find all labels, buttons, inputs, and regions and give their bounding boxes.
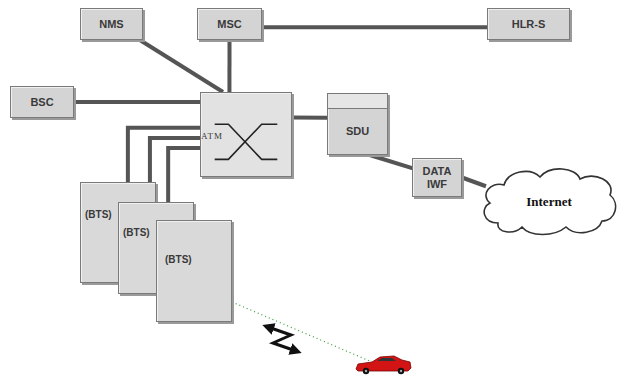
link-line (262, 25, 487, 29)
atm-switch: ATM (200, 92, 292, 177)
network-box: SDU (327, 93, 388, 155)
node-label: HLR-S (512, 18, 546, 31)
link-line (140, 40, 223, 92)
link-line (370, 155, 417, 170)
node-label: SDU (346, 125, 369, 138)
node-label: ATM (201, 131, 223, 141)
internet-cloud: Internet (478, 163, 620, 238)
network-box: MSC (197, 8, 262, 40)
network-box: NMS (80, 8, 143, 40)
radio-link-symbol (268, 327, 296, 351)
node-label: MSC (217, 18, 241, 31)
node-label: BSC (30, 96, 53, 109)
network-box: DATA IWF (412, 158, 462, 197)
link-line (74, 100, 200, 104)
node-label: DATA IWF (420, 165, 454, 190)
network-box: HLR-S (487, 8, 570, 40)
node-label: (BTS) (165, 254, 192, 266)
node-label: NMS (99, 18, 123, 31)
radio-path (232, 302, 372, 362)
link-line (292, 116, 327, 120)
link-line (128, 128, 200, 182)
node-label: (BTS) (123, 227, 150, 239)
node-label: Internet (526, 195, 572, 210)
node-label: (BTS) (85, 209, 112, 221)
box-header (328, 94, 387, 109)
car-illustration (356, 356, 411, 374)
link-line (462, 178, 486, 187)
bts-box: (BTS) (156, 220, 232, 322)
link-line (227, 40, 231, 92)
network-box: BSC (10, 86, 74, 118)
